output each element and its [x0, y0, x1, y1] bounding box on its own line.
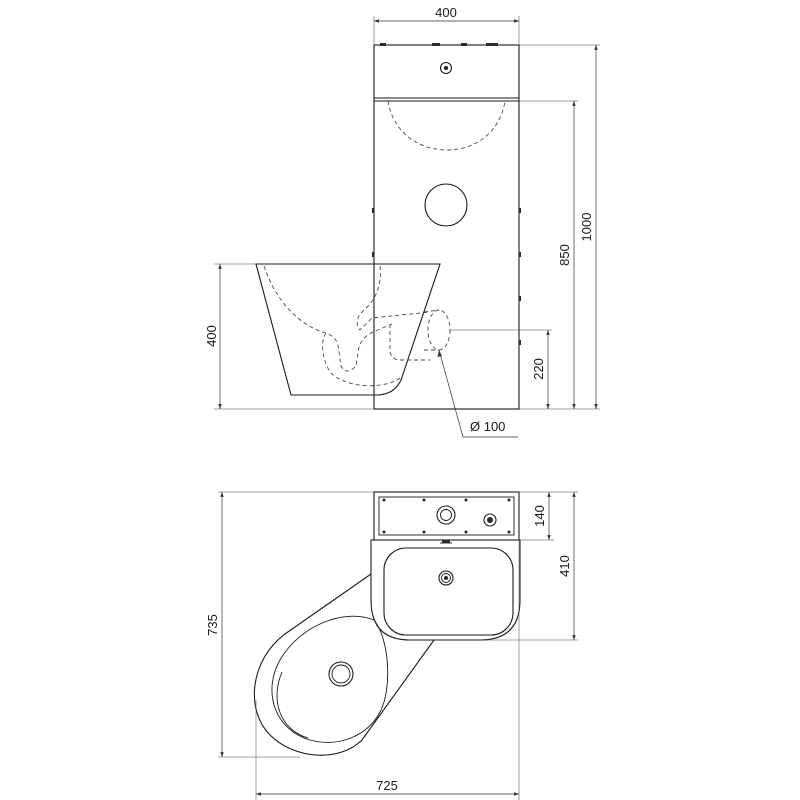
access-cover	[424, 183, 468, 227]
dim-total-width: 725	[376, 778, 398, 793]
dim-basin-depth: 410	[557, 555, 572, 577]
plan-washbasin	[370, 539, 521, 641]
dim-bowl-height: 400	[204, 325, 219, 347]
plan-dimensions: 735 725 140 410	[205, 491, 578, 800]
dim-outlet-diameter: Ø 100	[470, 419, 505, 434]
plan-toilet-bowl	[253, 573, 435, 756]
plan-view	[253, 491, 521, 756]
tank-body	[372, 43, 521, 410]
elevation-dimensions: 400 400 1000 850 220 Ø 100	[204, 5, 600, 438]
plan-push-button-icon	[483, 513, 497, 527]
plan-drain-icon	[438, 570, 454, 586]
front-elevation-view	[255, 43, 521, 410]
plan-flush-valve-icon	[436, 505, 456, 525]
hidden-basin-outline	[387, 100, 506, 151]
outlet-pipe	[423, 309, 451, 351]
dim-panel-height: 850	[557, 244, 572, 266]
toilet-bowl	[255, 263, 441, 396]
dim-tank-depth: 140	[532, 505, 547, 527]
dim-total-depth: 735	[205, 614, 220, 636]
push-button-icon	[439, 61, 453, 75]
dim-tank-width: 400	[435, 5, 457, 20]
plan-toilet-outlet-icon	[328, 661, 354, 687]
dim-outlet-height: 220	[531, 358, 546, 380]
dim-total-height: 1000	[579, 213, 594, 242]
plan-tank	[373, 491, 520, 541]
hidden-trap-outline	[263, 265, 431, 387]
